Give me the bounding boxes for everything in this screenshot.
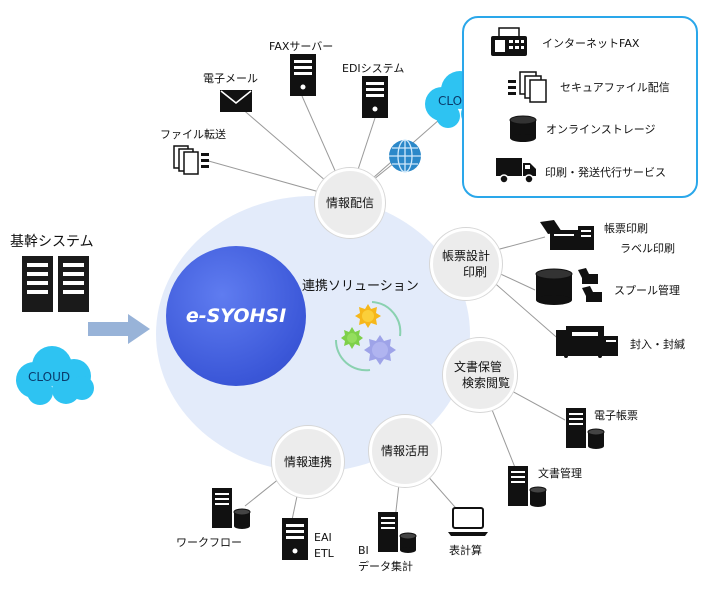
file-transfer-label: ファイル転送 bbox=[160, 128, 226, 141]
spreadsheet-label: 表計算 bbox=[449, 544, 482, 557]
left-cloud-label: CLOUD bbox=[28, 370, 71, 384]
gears-icon bbox=[334, 301, 402, 372]
fax-machine-icon bbox=[491, 27, 527, 56]
label-print-label: ラベル印刷 bbox=[620, 242, 675, 255]
ext-service-3-label: 印刷・発送代行サービス bbox=[545, 166, 666, 179]
workflow-label: ワークフロー bbox=[176, 536, 242, 549]
spool-icon bbox=[535, 268, 602, 305]
data-agg-label: データ集計 bbox=[358, 560, 413, 573]
email-icon bbox=[220, 90, 252, 112]
edi-system-icon bbox=[362, 76, 388, 118]
hub-document-storage: 文書保管 検索閲覧 bbox=[443, 338, 517, 412]
laptop-icon bbox=[448, 507, 488, 536]
fax-server-icon bbox=[290, 54, 316, 96]
hub-info-usage: 情報活用 bbox=[369, 415, 441, 487]
center-subtitle: 連携ソリューション bbox=[302, 279, 419, 294]
bi-server-icon bbox=[378, 512, 417, 553]
hub-print-label: 印刷 bbox=[462, 265, 487, 279]
hub-search-browse-label: 検索閲覧 bbox=[461, 376, 510, 390]
hub-info-usage-label: 情報活用 bbox=[380, 444, 429, 458]
enclosing-machine-icon bbox=[556, 326, 618, 358]
hub-document-storage-label: 文書保管 bbox=[453, 360, 502, 374]
ext-service-0-label: インターネットFAX bbox=[542, 37, 640, 50]
flow-arrow-icon bbox=[88, 314, 150, 344]
hub-info-integration: 情報連携 bbox=[272, 426, 344, 498]
e-form-label: 電子帳票 bbox=[594, 409, 638, 422]
form-print-label: 帳票印刷 bbox=[604, 222, 648, 235]
doc-mgmt-label: 文書管理 bbox=[538, 467, 582, 480]
form-printer-icon bbox=[540, 220, 594, 250]
email-label: 電子メール bbox=[203, 72, 258, 85]
bi-label: BI bbox=[358, 544, 369, 557]
hub-form-design-print: 帳票設計 印刷 bbox=[430, 228, 502, 300]
center-title: e-SYOHSI bbox=[185, 305, 287, 327]
e-form-server-icon bbox=[566, 408, 605, 449]
core-system-label: 基幹システム bbox=[10, 234, 94, 250]
doc-mgmt-server-icon bbox=[508, 466, 547, 507]
ext-service-1-label: セキュアファイル配信 bbox=[560, 81, 670, 94]
hub-info-distribution: 情報配信 bbox=[315, 168, 385, 238]
etl-label: ETL bbox=[314, 547, 334, 560]
hub-form-design-label: 帳票設計 bbox=[441, 249, 490, 263]
edi-system-label: EDIシステム bbox=[342, 62, 405, 75]
eai-etl-server-icon bbox=[282, 518, 308, 560]
spool-label: スプール管理 bbox=[614, 284, 680, 297]
eai-label: EAI bbox=[314, 531, 332, 544]
globe-icon bbox=[389, 139, 421, 173]
ext-service-2-label: オンラインストレージ bbox=[546, 123, 656, 136]
e-syohsi-core: e-SYOHSI bbox=[166, 246, 306, 386]
secure-file-icon bbox=[508, 71, 547, 103]
fax-server-label: FAXサーバー bbox=[269, 40, 334, 53]
storage-drum-icon bbox=[509, 115, 537, 142]
file-transfer-icon bbox=[173, 145, 209, 175]
left-cloud-icon bbox=[16, 346, 94, 405]
hub-info-distribution-label: 情報配信 bbox=[325, 196, 374, 210]
core-system-server-icon bbox=[22, 256, 89, 312]
hub-info-integration-label: 情報連携 bbox=[283, 455, 332, 469]
workflow-server-icon bbox=[212, 488, 251, 529]
truck-icon bbox=[496, 158, 536, 184]
enclose-label: 封入・封緘 bbox=[630, 338, 685, 351]
